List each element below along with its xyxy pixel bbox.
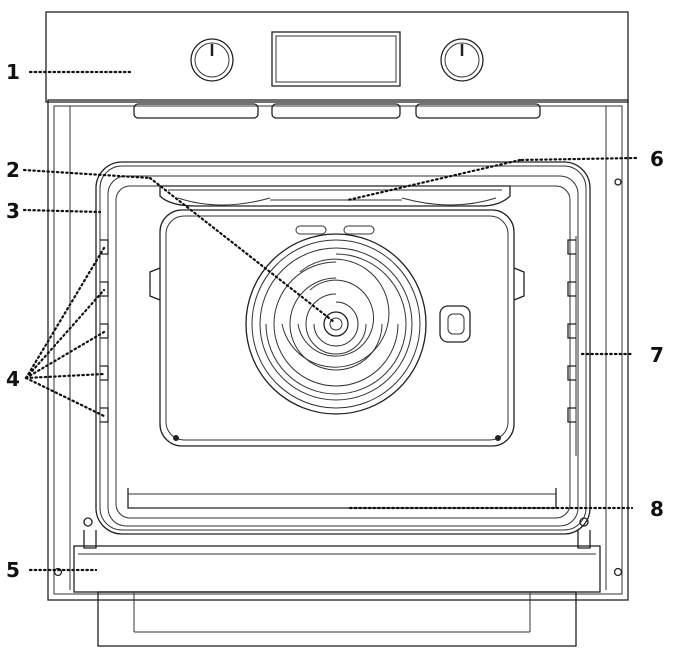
oven-body — [47, 99, 629, 601]
right-shelf-supports — [567, 236, 577, 456]
top-heating-element — [159, 185, 511, 207]
callout-4: 4 — [6, 367, 20, 391]
callout-2: 2 — [6, 158, 20, 182]
oven-cavity — [95, 161, 591, 535]
callout-5: 5 — [6, 558, 20, 582]
callout-8: 8 — [650, 497, 664, 521]
leader-lines — [22, 70, 638, 572]
oven-door — [73, 530, 601, 647]
callout-1: 1 — [6, 60, 20, 84]
bottom-heating-element — [127, 488, 557, 509]
display-screen — [271, 31, 401, 87]
fan-icon — [245, 233, 427, 415]
right-knob-icon[interactable] — [440, 38, 484, 82]
left-knob-icon[interactable] — [190, 38, 234, 82]
left-shelf-supports — [99, 236, 109, 456]
callout-3: 3 — [6, 199, 20, 223]
vent-slots — [133, 103, 541, 119]
back-panel — [149, 209, 525, 447]
callout-7: 7 — [650, 343, 664, 367]
control-panel — [45, 11, 629, 103]
oven-lamp-icon — [439, 305, 471, 343]
callout-6: 6 — [650, 147, 664, 171]
callout-labels: 1 2 3 4 5 6 7 8 — [6, 60, 664, 582]
